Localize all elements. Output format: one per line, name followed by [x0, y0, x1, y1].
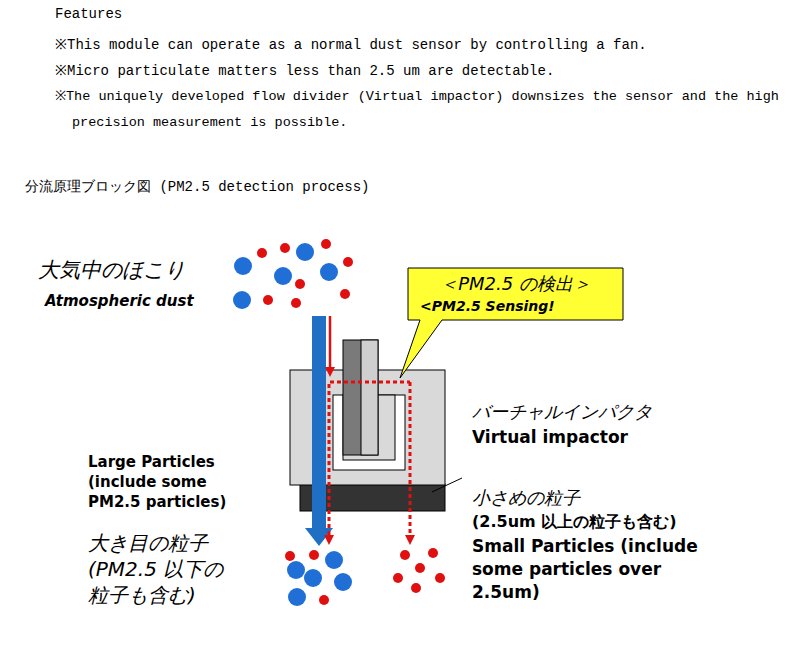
diagram-title: 分流原理ブロック図 (PM2.5 detection process)	[25, 178, 369, 196]
callout-outline	[400, 268, 623, 378]
part-name-jp: バーチャルインパクタ	[472, 400, 652, 424]
output-label-jp: 小さめの粒子	[472, 486, 580, 510]
callout-box: ＜PM2.5 の検出＞ <PM2.5 Sensing!	[408, 268, 623, 320]
input-label: Atmospheric dust	[45, 292, 194, 310]
feature-note: ※Micro particulate matters less than 2.5…	[55, 58, 795, 84]
input-label-jp: 大気中のほこり	[38, 256, 185, 284]
part-name: Virtual impactor	[472, 427, 628, 447]
dust-particles	[233, 239, 353, 309]
output-label: Large Particles (include some PM2.5 part…	[88, 452, 233, 512]
flow-arrows	[305, 316, 410, 546]
output-particles	[285, 548, 445, 606]
output-label-jp: (2.5um 以上の粒子も含む)	[472, 512, 677, 533]
output-label: Small Particles (include some particles …	[472, 535, 712, 604]
output-label-jp: 大き目の粒子 (PM2.5 以下の 粒子も含む)	[88, 530, 236, 608]
callout-text: <PM2.5 Sensing!	[420, 298, 611, 314]
feature-note: ※This module can operate as a normal dus…	[55, 32, 795, 58]
leader-line	[432, 478, 462, 492]
feature-note: ※The uniquely developed flow divider (Vi…	[55, 84, 785, 136]
callout-heading: ＜PM2.5 の検出＞	[420, 272, 611, 296]
features-heading: Features	[55, 6, 122, 22]
